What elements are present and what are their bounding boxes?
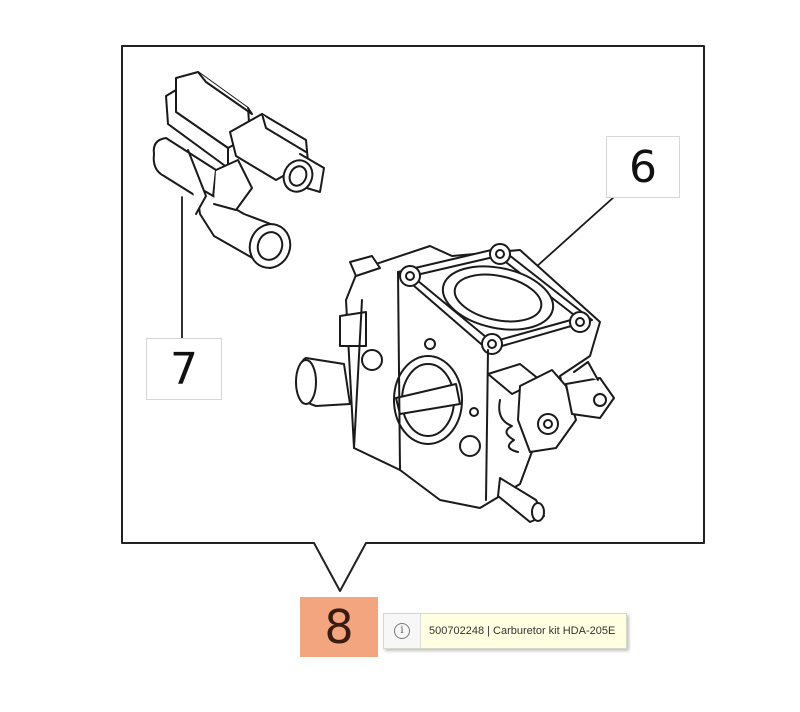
part-7-drawing [152, 71, 325, 269]
callout-label-7: 7 [146, 338, 222, 400]
tooltip-icon-cell: i [384, 614, 421, 648]
info-icon: i [394, 623, 410, 639]
callout-label-6: 6 [606, 136, 680, 198]
part-6-drawing [295, 243, 615, 523]
leader-line-6 [525, 187, 625, 277]
kit-callout-8[interactable]: 8 [300, 597, 378, 657]
tooltip-text: 500702248 | Carburetor kit HDA-205E [421, 614, 626, 648]
part-tooltip: i 500702248 | Carburetor kit HDA-205E [383, 613, 627, 649]
